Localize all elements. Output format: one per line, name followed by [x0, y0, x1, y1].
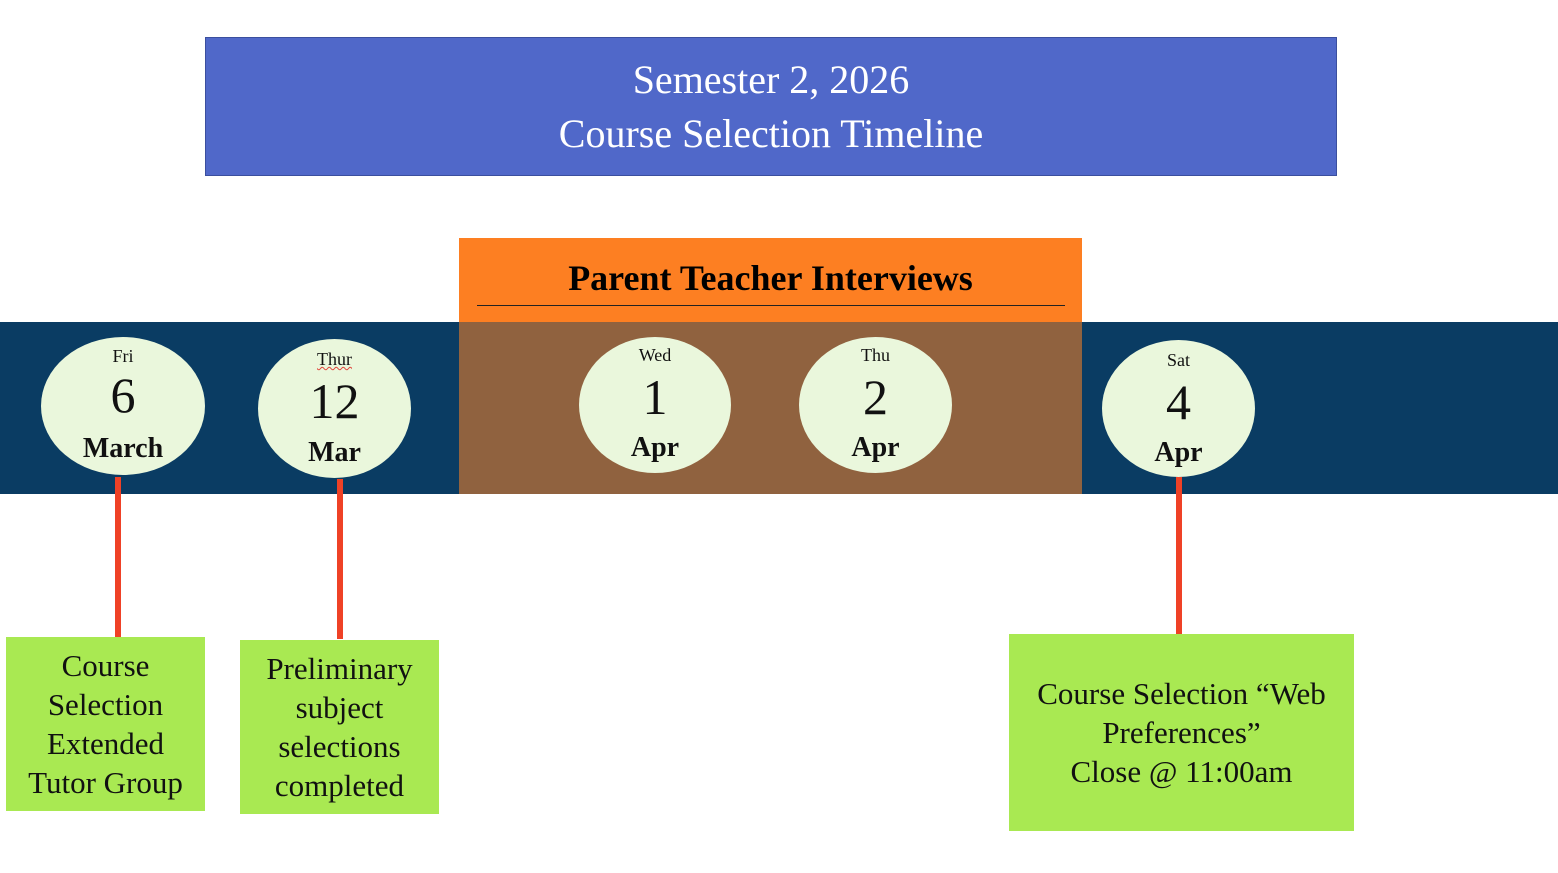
- date-day-number: 12: [309, 373, 360, 429]
- date-day-number: 6: [110, 367, 136, 423]
- connector-line-4-apr: [1176, 477, 1182, 635]
- parent-teacher-interviews-header: Parent Teacher Interviews: [459, 238, 1082, 322]
- date-bubble-thur-12-mar: Thur 12 Mar: [258, 339, 411, 478]
- title-heading: Course Selection Timeline: [558, 110, 984, 156]
- date-bubble-sat-4-apr: Sat 4 Apr: [1102, 340, 1255, 477]
- date-month: Apr: [630, 432, 680, 463]
- event-note-line: completed: [274, 768, 405, 803]
- date-month: Apr: [1154, 437, 1203, 468]
- event-note-extended-tutor-group: Course Selection Extended Tutor Group: [6, 637, 205, 811]
- date-day-of-week: Sat: [1166, 350, 1190, 370]
- date-bubble-wed-1-apr: Wed 1 Apr: [579, 337, 731, 473]
- event-note-line: subject: [295, 690, 384, 725]
- date-day-of-week: Thur: [317, 349, 352, 369]
- event-note-line: Close @ 11:00am: [1070, 754, 1293, 789]
- event-note-web-preferences-close: Course Selection “Web Preferences” Close…: [1009, 634, 1354, 831]
- date-bubble-fri-6-march: Fri 6 March: [41, 337, 205, 475]
- event-note-line: Preferences”: [1102, 715, 1261, 750]
- date-day-number: 4: [1166, 374, 1191, 430]
- event-note-line: Preliminary: [266, 651, 413, 686]
- date-month: Mar: [308, 437, 361, 468]
- date-day-of-week: Thu: [861, 345, 890, 365]
- date-day-of-week: Wed: [638, 345, 672, 365]
- event-note-line: selections: [278, 729, 401, 764]
- date-day-of-week: Fri: [112, 346, 134, 366]
- parent-teacher-interviews-label: Parent Teacher Interviews: [568, 258, 973, 298]
- connector-line-12-mar: [337, 479, 343, 639]
- timeline-title: Semester 2, 2026 Course Selection Timeli…: [205, 37, 1337, 176]
- connector-line-6-march: [115, 477, 121, 637]
- event-note-line: Extended: [46, 726, 165, 761]
- event-note-preliminary-selections: Preliminary subject selections completed: [240, 640, 439, 814]
- event-note-line: Course: [61, 648, 150, 683]
- date-day-number: 2: [863, 369, 888, 425]
- date-month: March: [82, 433, 164, 464]
- header-underline: [477, 305, 1065, 306]
- date-day-number: 1: [642, 369, 668, 425]
- date-bubble-thu-2-apr: Thu 2 Apr: [799, 337, 952, 473]
- event-note-line: Selection: [47, 687, 164, 722]
- date-month: Apr: [851, 432, 900, 463]
- title-semester: Semester 2, 2026: [632, 56, 910, 102]
- event-note-line: Tutor Group: [28, 765, 183, 800]
- event-note-line: Course Selection “Web: [1037, 676, 1326, 711]
- interview-period-range: [459, 322, 1082, 494]
